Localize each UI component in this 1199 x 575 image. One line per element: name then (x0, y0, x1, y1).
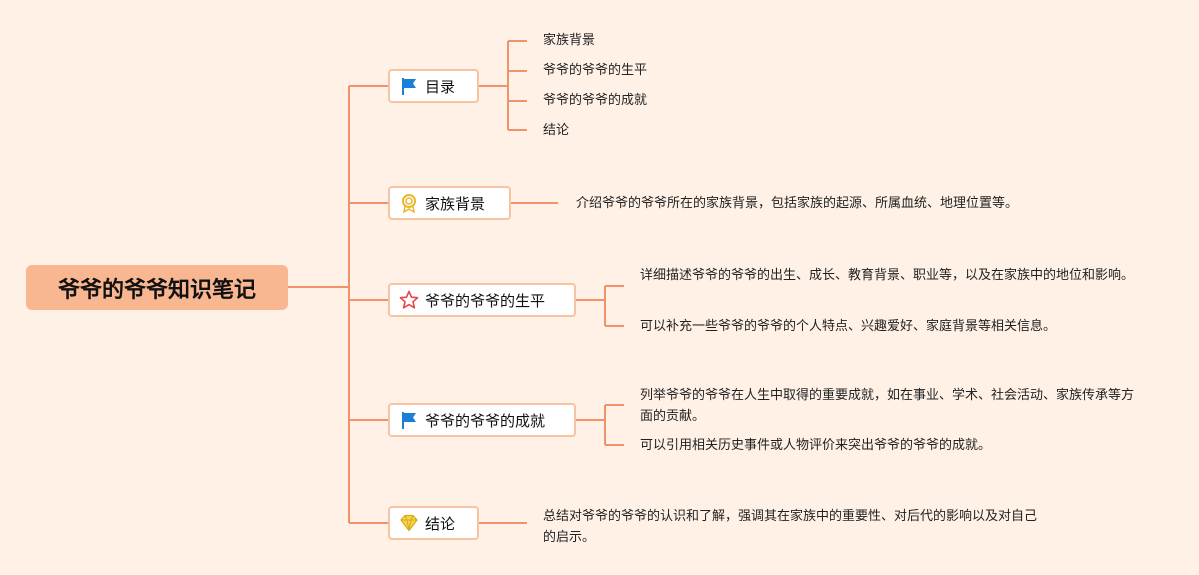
branch-life[interactable]: 爷爷的爷爷的生平 (388, 283, 576, 317)
branch-label: 爷爷的爷爷的成就 (425, 411, 546, 430)
leaf-item[interactable]: 爷爷的爷爷的成就 (543, 93, 648, 108)
leaf-item[interactable]: 可以补充一些爷爷的爷爷的个人特点、兴趣爱好、家庭背景等相关信息。 (640, 319, 1057, 334)
branch-label: 爷爷的爷爷的生平 (425, 291, 546, 310)
leaf-item[interactable]: 总结对爷爷的爷爷的认识和了解，强调其在家族中的重要性、对后代的影响以及对自己的启… (543, 509, 1038, 545)
leaf-item[interactable]: 介绍爷爷的爷爷所在的家族背景，包括家族的起源、所属血统、地理位置等。 (576, 196, 1019, 211)
leaf-item[interactable]: 详细描述爷爷的爷爷的出生、成长、教育背景、职业等，以及在家族中的地位和影响。 (640, 268, 1135, 283)
branch-label: 目录 (425, 77, 456, 96)
leaf-item[interactable]: 爷爷的爷爷的生平 (543, 63, 648, 78)
branch-achievements[interactable]: 爷爷的爷爷的成就 (388, 403, 576, 437)
leaf-item[interactable]: 可以引用相关历史事件或人物评价来突出爷爷的爷爷的成就。 (640, 438, 992, 453)
award-medal-icon (399, 193, 419, 213)
blue-flag-icon (399, 410, 419, 430)
branch-label: 家族背景 (425, 194, 486, 213)
leaf-item[interactable]: 结论 (543, 123, 570, 138)
branch-family-background[interactable]: 家族背景 (388, 186, 511, 220)
diamond-icon (399, 513, 419, 533)
leaf-item[interactable]: 列举爷爷的爷爷在人生中取得的重要成就，如在事业、学术、社会活动、家族传承等方面的… (640, 388, 1135, 424)
root-topic[interactable]: 爷爷的爷爷知识笔记 (26, 265, 288, 310)
branch-conclusion[interactable]: 结论 (388, 506, 479, 540)
leaf-item[interactable]: 家族背景 (543, 33, 596, 48)
blue-flag-icon (399, 76, 419, 96)
red-star-icon (399, 290, 419, 310)
root-title: 爷爷的爷爷知识笔记 (57, 277, 256, 303)
branch-label: 结论 (425, 514, 456, 533)
branch-contents[interactable]: 目录 (388, 69, 479, 103)
